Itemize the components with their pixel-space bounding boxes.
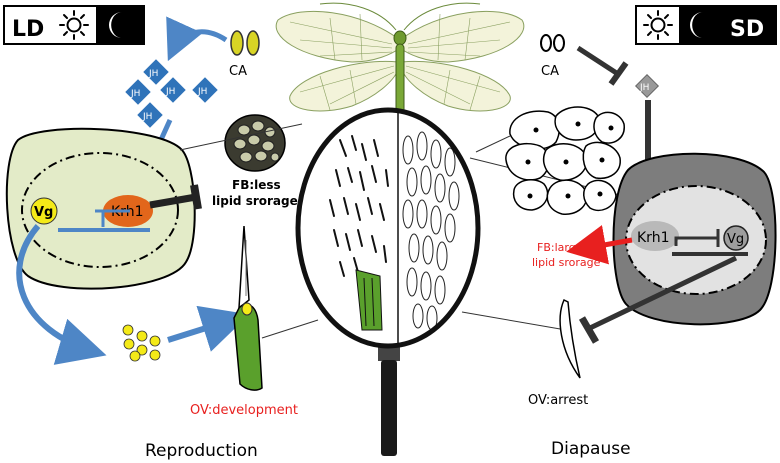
sun-icon bbox=[643, 10, 673, 40]
title-reproduction: Reproduction bbox=[145, 441, 258, 461]
fb-label-right-1: FB:large bbox=[537, 241, 583, 254]
krh1-label-right: Krh1 bbox=[637, 230, 669, 246]
ovary-icon bbox=[233, 225, 263, 391]
ov-label-left: OV:development bbox=[190, 403, 298, 418]
ca-label-left: CA bbox=[229, 64, 247, 79]
photoperiod-sd: SD bbox=[635, 5, 777, 45]
svg-text:JH: JH bbox=[142, 112, 152, 122]
fb-label-left-1: FB:less bbox=[232, 178, 281, 192]
fat-body-cells-icon bbox=[224, 114, 286, 172]
vg-blocked-arrow bbox=[588, 255, 738, 331]
fat-body-nuclei bbox=[525, 121, 614, 199]
ld-label: LD bbox=[12, 17, 44, 42]
fb-label-left-2: lipid srorage bbox=[212, 194, 298, 208]
fb-label-right-2: lipid srorage bbox=[532, 256, 601, 269]
ov-label-right: OV:arrest bbox=[528, 393, 588, 408]
gene-inhibition-right bbox=[672, 229, 748, 256]
jh-cluster-left: JH JH JH JH JH bbox=[125, 59, 218, 128]
krh1-node-right: Krh1 bbox=[631, 221, 679, 251]
corpora-allata-right: CA bbox=[540, 34, 565, 79]
ca-inhibition-right bbox=[576, 45, 620, 77]
jh-label-left: JH bbox=[148, 69, 158, 79]
vg-label-right: Vg bbox=[727, 232, 744, 247]
sd-label: SD bbox=[730, 17, 764, 42]
corpora-allata-left: CA bbox=[229, 30, 260, 79]
jh-label-right: JH bbox=[639, 83, 649, 93]
ca-label-right: CA bbox=[541, 64, 559, 79]
fat-body-cell-ld bbox=[5, 127, 196, 290]
krh1-inhibits-fb bbox=[149, 193, 197, 209]
svg-text:JH: JH bbox=[165, 87, 175, 97]
vg-export-arrow bbox=[16, 224, 107, 365]
svg-text:JH: JH bbox=[130, 89, 140, 99]
ca-release-arrow-left bbox=[166, 16, 228, 62]
sun-icon bbox=[59, 10, 89, 40]
vg-node-left: Vg bbox=[30, 197, 58, 225]
moon-icon bbox=[109, 12, 122, 38]
lacewing-icon bbox=[275, 2, 525, 115]
magnifier-icon bbox=[295, 107, 481, 456]
yolk-uptake-arrow bbox=[167, 305, 250, 352]
title-diapause: Diapause bbox=[551, 439, 631, 459]
photoperiod-ld: LD bbox=[3, 5, 145, 45]
jh-node-right: JH bbox=[634, 73, 660, 99]
gene-inhibition-left bbox=[58, 209, 150, 232]
arrested-ovary-icon bbox=[559, 298, 581, 379]
yolk-granules bbox=[122, 324, 161, 362]
vg-node-right: Vg bbox=[723, 225, 749, 251]
svg-text:JH: JH bbox=[197, 87, 207, 97]
vg-label-left: Vg bbox=[34, 205, 53, 220]
fb-red-arrow bbox=[566, 225, 633, 265]
moon-icon bbox=[690, 12, 703, 38]
